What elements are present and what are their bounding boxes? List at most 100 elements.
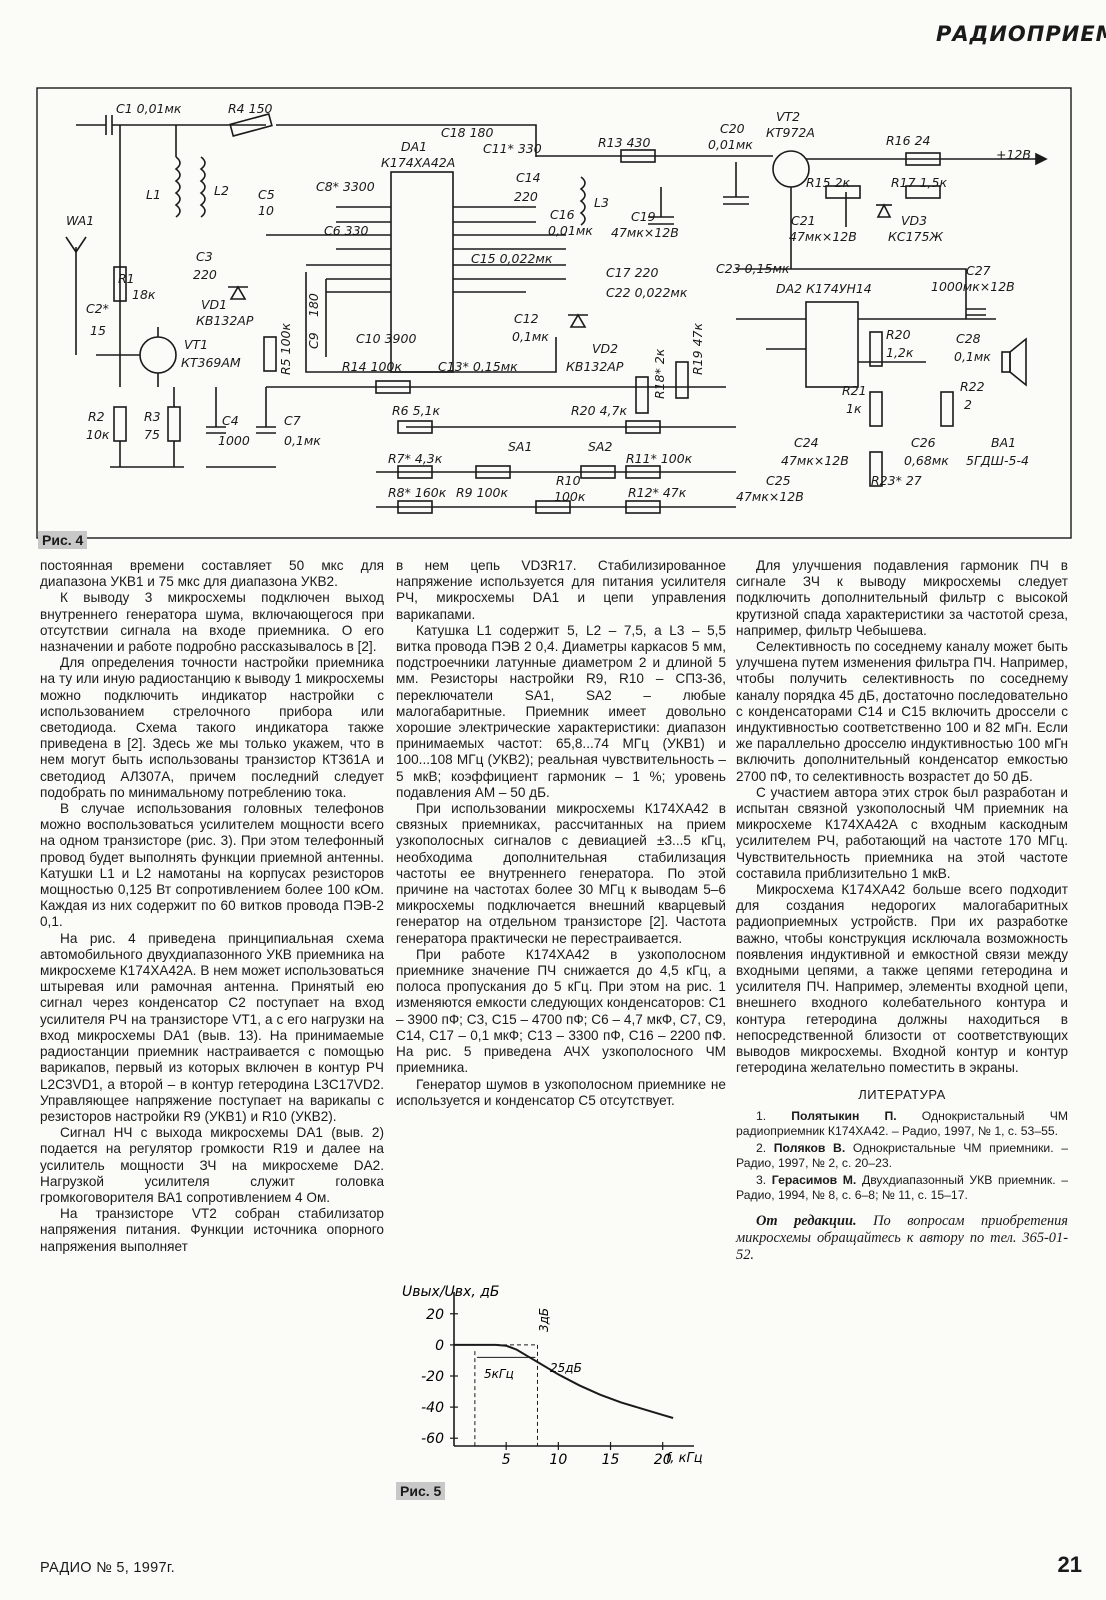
label-c5: C5 — [258, 187, 275, 202]
label-r8: R8* 160к — [388, 485, 447, 500]
label-vd1: VD1 — [201, 297, 227, 312]
label-r1: R1 — [118, 271, 135, 286]
label-sa2: SA2 — [588, 439, 612, 454]
x-tick-label: 5 — [502, 1452, 511, 1468]
paragraph: в нем цепь VD3R17. Стабилизированное нап… — [396, 558, 726, 622]
label-vd3: VD3 — [901, 213, 927, 228]
label-r17: R17 1,5к — [891, 175, 947, 190]
paragraph: Сигнал НЧ с выхода микросхемы DA1 (выв. … — [40, 1125, 384, 1205]
label-vd1t: КВ132АР — [196, 313, 254, 328]
label-r13: R13 430 — [598, 135, 650, 150]
label-c24: C24 — [794, 435, 819, 450]
annot-5khz: 5кГц — [484, 1367, 514, 1381]
figure5-caption: Рис. 5 — [396, 1482, 446, 1500]
paragraph: Селективность по соседнему каналу может … — [736, 639, 1068, 784]
paragraph: Генератор шумов в узкополосном приемнике… — [396, 1076, 726, 1108]
label-c24v: 47мк×12В — [781, 453, 849, 468]
label-c5v: 10 — [258, 203, 274, 218]
y-tick-label: 20 — [426, 1307, 444, 1323]
label-c14: C14 — [516, 170, 541, 185]
label-r6: R6 5,1к — [392, 403, 440, 418]
label-c4: C4 — [222, 413, 239, 428]
label-r4: R4 150 — [228, 101, 273, 116]
circuit-schematic: C1 0,01мк R4 150 C18 180 C11* 330 R13 43… — [36, 87, 1072, 539]
label-c25: C25 — [766, 473, 791, 488]
y-tick-label: -60 — [421, 1431, 444, 1447]
paragraph: На транзисторе VT2 собран стабилизатор н… — [40, 1206, 384, 1254]
label-c21: C21 — [791, 213, 816, 228]
paragraph: Микросхема К174ХА42 больше всего подходи… — [736, 882, 1068, 1076]
label-r5: R5 100к — [278, 323, 293, 375]
label-vt2t: КТ972А — [766, 125, 815, 140]
label-r1v: 18к — [132, 287, 156, 302]
label-c17: C17 220 — [606, 265, 659, 280]
footer-issue: РАДИО № 5, 1997г. — [40, 1560, 176, 1576]
label-c19v: 47мк×12В — [611, 225, 679, 240]
paragraph: Катушка L1 содержит 5, L2 – 7,5, а L3 – … — [396, 622, 726, 800]
annot-3db: 3дБ — [537, 1308, 551, 1332]
text-column-3: Для улучшения подавления гармоник ПЧ в с… — [736, 558, 1068, 1264]
label-r20v: 1,2к — [886, 345, 914, 360]
label-vd2t: КВ132АР — [566, 359, 624, 374]
label-r20b: R20 4,7к — [571, 403, 627, 418]
label-r2v: 10к — [86, 427, 110, 442]
label-c18: C18 180 — [441, 125, 494, 140]
label-vt1t: КТ369АМ — [181, 355, 241, 370]
label-r22v: 2 — [964, 397, 972, 412]
response-curve — [454, 1343, 674, 1419]
annot-25db: 25дБ — [550, 1361, 582, 1375]
label-c21v: 47мк×12В — [789, 229, 857, 244]
paragraph: При использовании микросхемы К174ХА42 в … — [396, 801, 726, 946]
label-wa1: WA1 — [66, 213, 94, 228]
label-c27: C27 — [966, 263, 991, 278]
label-r20: R20 — [886, 327, 911, 342]
paragraph: Для определения точности настройки прием… — [40, 655, 384, 800]
label-r12: R12* 47к — [628, 485, 687, 500]
literature-title: ЛИТЕРАТУРА — [858, 1086, 946, 1102]
literature-item: 3. Герасимов М. Двухдиапазонный УКВ прие… — [736, 1172, 1068, 1202]
label-ba1: BA1 — [991, 435, 1016, 450]
label-c9: C9 — [306, 332, 321, 349]
figure4-caption: Рис. 4 — [38, 531, 88, 549]
label-l3: L3 — [594, 195, 609, 210]
label-da1: DA1 — [401, 139, 427, 154]
label-r14: R14 100к — [342, 359, 402, 374]
page-number: 21 — [1057, 1552, 1082, 1577]
section-header: РАДИОПРИЕМ — [936, 22, 1106, 46]
label-r19: R19 47к — [690, 323, 705, 375]
label-r7: R7* 4,3к — [388, 451, 443, 466]
paragraph: Для улучшения подавления гармоник ПЧ в с… — [736, 558, 1068, 638]
label-c16v: 0,01мк — [548, 223, 593, 238]
label-c2v: 15 — [90, 323, 106, 338]
label-c3v: 220 — [193, 267, 217, 282]
label-c20v: 0,01мк — [708, 137, 753, 152]
paragraph: При работе К174ХА42 в узкополосном прием… — [396, 946, 726, 1076]
label-c27v: 1000мк×12В — [931, 279, 1015, 294]
label-vt2: VT2 — [776, 109, 800, 124]
x-tick-label: 20 — [654, 1452, 672, 1468]
literature-item: 2. Поляков В. Однокристальные ЧМ приемни… — [736, 1140, 1068, 1170]
label-r9: R9 100к — [456, 485, 508, 500]
x-tick-label: 15 — [602, 1452, 620, 1468]
label-r21: R21 — [842, 383, 867, 398]
paragraph: постоянная времени составляет 50 мкс для… — [40, 558, 384, 590]
label-r10: R10 — [556, 473, 581, 488]
y-tick-label: 0 — [435, 1338, 444, 1354]
label-c10: C10 3900 — [356, 331, 416, 346]
label-plus12: +12В — [996, 147, 1031, 162]
label-c26: C26 — [911, 435, 936, 450]
label-c8: C8* 3300 — [316, 179, 375, 194]
label-da1t: К174ХА42А — [381, 155, 455, 170]
label-r3: R3 — [144, 409, 161, 424]
label-c19: C19 — [631, 209, 656, 224]
label-c13: C13* 0,15мк — [438, 359, 518, 374]
editorial-note: От редакции. По вопросам приобретения ми… — [736, 1212, 1068, 1263]
label-r10v: 100к — [554, 489, 586, 504]
literature-item: 1. Полятыкин П. Однокристальный ЧМ радио… — [736, 1108, 1068, 1138]
label-c16: C16 — [550, 207, 575, 222]
label-r11: R11* 100к — [626, 451, 693, 466]
label-c28: C28 — [956, 331, 981, 346]
label-r23: R23* 27 — [871, 473, 922, 488]
label-c28v: 0,1мк — [954, 349, 991, 364]
